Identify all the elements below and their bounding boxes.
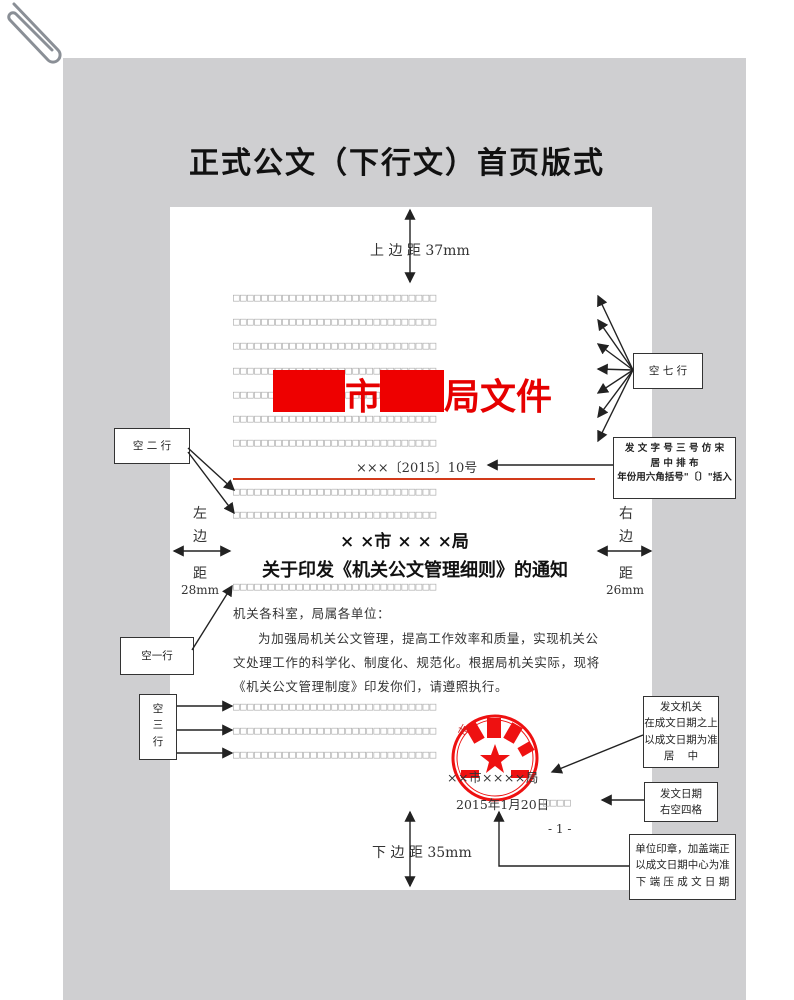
signer-name: ××市××××局: [447, 770, 539, 785]
callout-date-note: 发文日期 右空四格: [644, 782, 718, 822]
notice-title: 关于印发《机关公文管理细则》的通知: [262, 560, 568, 581]
callout-three-lines: 空 三 行: [139, 694, 177, 760]
callout-line: 下 端 压 成 文 日 期: [635, 875, 730, 888]
callout-issuer-note: 发文机关 在成文日期之上 以成文日期为准 居 中: [643, 696, 719, 768]
grid-row: □□□□□□□□□□□□□□□□□□□□□□□□□□□□□: [233, 291, 437, 304]
callout-docnum-note: 发 文 字 号 三 号 仿 宋 居 中 排 布 年份用六角括号"〔〕"括入: [613, 437, 736, 499]
body-paragraph-line: 为加强局机关公文管理，提高工作效率和质量，实现机关公: [258, 631, 599, 646]
grid-row: □□□□□□□□□□□□□□□□□□□□□□□□□□□□□: [233, 748, 437, 761]
callout-line: 三: [152, 719, 164, 732]
callout-two-lines: 空 二 行: [114, 428, 190, 464]
body-paragraph-line: 《机关公文管理制度》印发你们，请遵照执行。: [233, 679, 509, 694]
callout-line: 右空四格: [660, 804, 702, 817]
callout-line: 发文机关: [660, 701, 702, 713]
callout-line: 居 中 排 布: [650, 457, 699, 469]
left-margin-label: 左 边 距: [185, 503, 215, 586]
left-margin-value: 28mm: [181, 583, 220, 597]
right-margin-label: 右 边 距: [611, 503, 641, 586]
callout-line: 年份用六角括号"〔〕"括入: [617, 472, 732, 484]
callout-line: 在成文日期之上: [644, 717, 718, 730]
callout-one-line: 空一行: [120, 637, 194, 675]
right-margin-char: 右: [619, 506, 633, 522]
grid-row: □□□□□□□□□□□□□□□□□□□□□□□□□□□□□: [233, 339, 437, 352]
recipients-line: 机关各科室，局属各单位：: [233, 606, 391, 621]
page-number: - 1 -: [548, 822, 572, 836]
paper-page: [170, 207, 652, 890]
official-seal-icon: [451, 714, 539, 802]
paperclip-icon: [7, 2, 62, 64]
callout-line: 以成文日期中心为准: [635, 859, 730, 872]
document-date: 2015年1月20日: [456, 797, 550, 812]
bottom-margin-label: 下 边 距 35mm: [372, 845, 472, 861]
grid-row: □□□□□□□□□□□□□□□□□□□□□□□□□□□□□: [233, 700, 437, 713]
right-margin-char: 距: [619, 566, 633, 583]
callout-seven-lines: 空 七 行: [633, 353, 703, 389]
callout-line: 单位印章，加盖端正: [635, 843, 730, 855]
callout-line: 以成文日期为准: [644, 733, 718, 746]
body-paragraph-line: 文处理工作的科学化、制度化、规范化。根据局机关实际，现将: [233, 655, 600, 670]
left-margin-char: 左: [193, 506, 207, 522]
grid-row: □□□□□□□□□□□□□□□□□□□□□□□□□□□□□: [233, 412, 437, 425]
grid-row: □□□□□□□□□□□□□□□□□□□□□□□□□□□□□: [233, 580, 437, 593]
issuing-org-name: × ×市 × × ×局: [340, 532, 469, 552]
red-separator-line: [233, 478, 595, 480]
grid-row: □□□□□□□□□□□□□□□□□□□□□□□□□□□□□: [233, 508, 437, 521]
right-margin-value: 26mm: [606, 583, 645, 597]
date-grid-boxes: □□□□: [543, 796, 572, 809]
header-red-text-city: 市: [345, 376, 382, 418]
header-red-text-bureau: 局文件: [444, 376, 553, 418]
callout-line: 空: [152, 703, 164, 715]
callout-line: 居 中: [663, 749, 699, 762]
top-margin-label: 上 边 距 37mm: [370, 243, 470, 259]
redacted-bureau-block: [380, 370, 444, 412]
callout-seal-note: 单位印章，加盖端正 以成文日期中心为准 下 端 压 成 文 日 期: [629, 834, 736, 900]
right-margin-char: 边: [619, 529, 633, 546]
page-title: 正式公文（下行文）首页版式: [189, 146, 605, 181]
grid-row: □□□□□□□□□□□□□□□□□□□□□□□□□□□□□: [233, 436, 437, 449]
grid-row: □□□□□□□□□□□□□□□□□□□□□□□□□□□□□: [233, 724, 437, 737]
left-margin-char: 距: [193, 566, 207, 583]
callout-line: 行: [152, 735, 164, 748]
grid-row: □□□□□□□□□□□□□□□□□□□□□□□□□□□□□: [233, 485, 437, 498]
callout-line: 发文日期: [660, 788, 702, 800]
document-number: ×××〔2015〕10号: [356, 461, 478, 476]
left-margin-char: 边: [193, 529, 207, 546]
redacted-city-block: [273, 370, 345, 412]
grid-row: □□□□□□□□□□□□□□□□□□□□□□□□□□□□□: [233, 315, 437, 328]
callout-line: 发 文 字 号 三 号 仿 宋: [624, 443, 725, 454]
